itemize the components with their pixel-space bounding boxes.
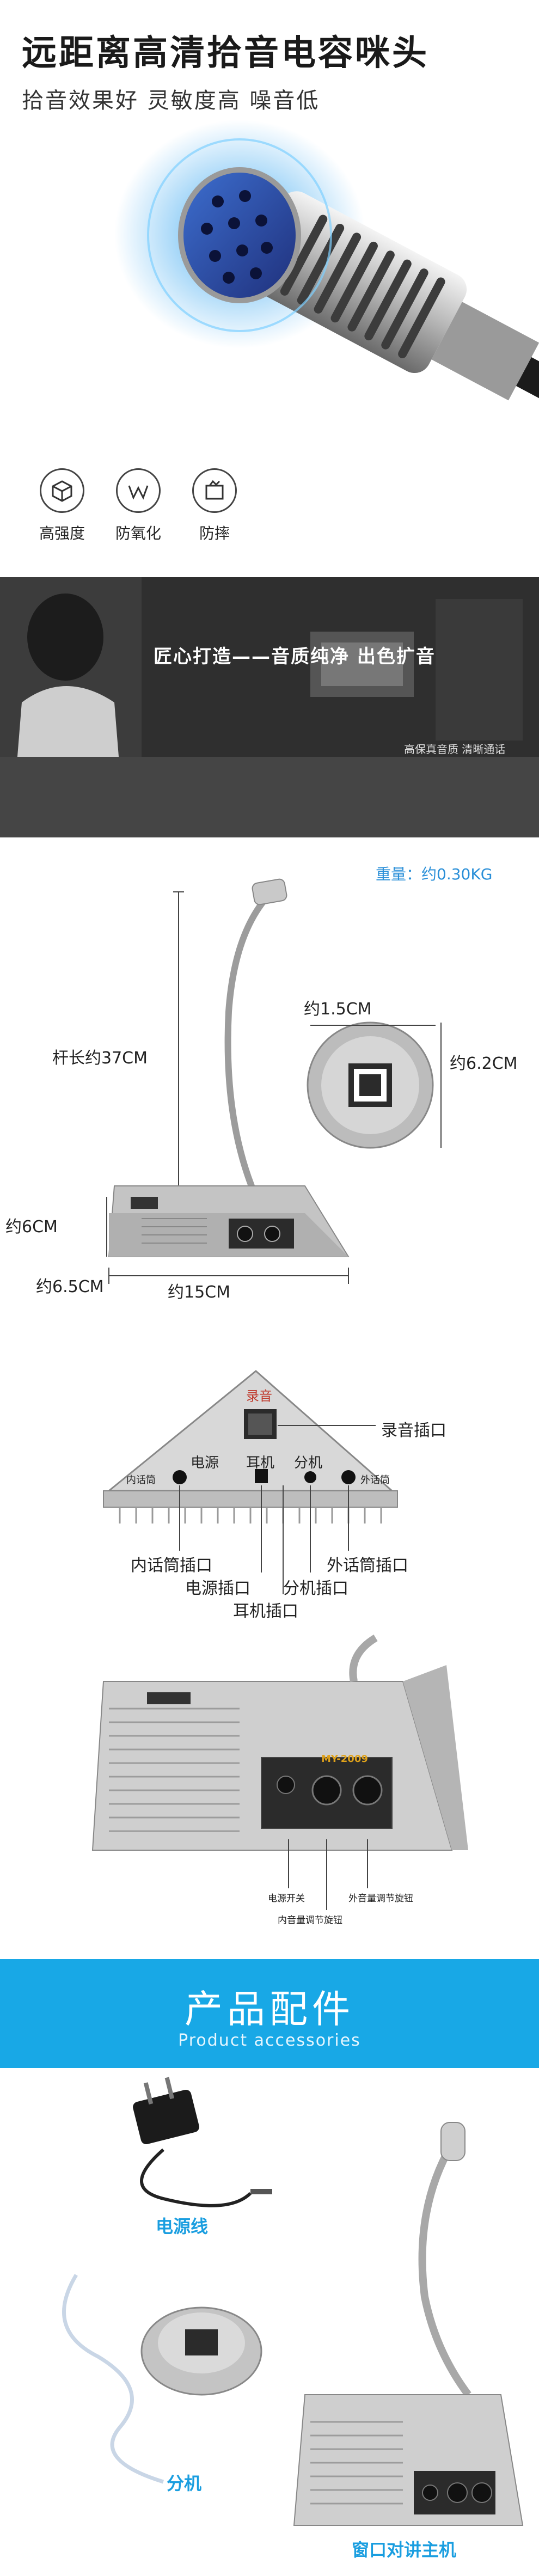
power-switch-callout: 电源开关	[268, 1893, 305, 1904]
extension-jack-callout: 分机插口	[283, 1579, 348, 1598]
record-badge: 录音	[246, 1388, 272, 1404]
feature-strength: 高强度	[24, 468, 100, 543]
ext-diameter-label: 约6.2CM	[450, 1054, 518, 1073]
depth-label: 约6.5CM	[36, 1277, 104, 1296]
cube-strength-icon	[40, 468, 84, 513]
accessories-header: 产品配件 Product accessories	[0, 1959, 539, 2068]
rod-length-label: 杆长约37CM	[52, 1049, 148, 1068]
banner-subtitle: 高保真音质 清晰通话	[404, 743, 506, 756]
extension-label: 分机	[294, 1455, 323, 1471]
hero-title: 远距离高清拾音电容咪头	[22, 33, 429, 74]
crack-box-icon	[192, 468, 237, 513]
accessories-section: 电源线 分机 窗口对讲主机	[0, 2068, 539, 2576]
feature-label: 防氧化	[115, 524, 161, 542]
feature-label: 高强度	[39, 524, 85, 542]
feature-anti-oxidation: 防氧化	[100, 468, 176, 543]
feature-label: 防摔	[199, 524, 230, 542]
outer-mic-label: 外话筒	[360, 1474, 390, 1486]
inner-mic-label: 内话筒	[126, 1474, 156, 1486]
height-label: 约6CM	[5, 1217, 58, 1237]
outer-mic-jack-callout: 外话筒插口	[327, 1556, 408, 1575]
device-closeup-section: MY-2009 电源开关 外音量调节旋钮 内音量调节旋钮	[0, 1632, 539, 1959]
accessories-subtitle: Product accessories	[178, 2031, 361, 2050]
weight-label: 重量：约0.30KG	[376, 865, 493, 883]
main-unit-label: 窗口对讲主机	[352, 2540, 457, 2560]
inner-mic-jack-callout: 内话筒插口	[131, 1556, 212, 1575]
device-closeup-drawing	[91, 1634, 468, 1910]
power-label: 电源	[191, 1455, 219, 1471]
record-jack-callout: 录音插口	[381, 1421, 446, 1440]
feature-drop-proof: 防摔	[176, 468, 253, 543]
brand-model: MY-2009	[321, 1753, 368, 1765]
back-panel-drawing	[103, 1370, 398, 1594]
microphone-head-illustration	[114, 120, 539, 432]
power-jack-callout: 电源插口	[185, 1579, 250, 1598]
device-dimension-drawing	[106, 878, 442, 1284]
accessories-drawing	[62, 2077, 524, 2526]
banner-title: 匠心打造——音质纯净 出色扩音	[154, 646, 436, 668]
accessories-title: 产品配件	[185, 1987, 354, 2032]
counter-scene-illustration	[0, 577, 539, 837]
extension-unit-label: 分机	[167, 2473, 202, 2494]
hero-subtitle: 拾音效果好 灵敏度高 噪音低	[22, 88, 320, 113]
quality-banner: 匠心打造——音质纯净 出色扩音 高保真音质 清晰通话	[0, 577, 539, 837]
width-label: 约15CM	[168, 1283, 231, 1302]
hero-section: 远距离高清拾音电容咪头 拾音效果好 灵敏度高 噪音低	[0, 0, 539, 577]
outer-volume-callout: 外音量调节旋钮	[348, 1893, 413, 1904]
wave-shield-icon	[116, 468, 161, 513]
ext-thickness-label: 约1.5CM	[304, 1000, 372, 1019]
power-cord-label: 电源线	[156, 2216, 209, 2237]
earphone-jack-callout: 耳机插口	[233, 1602, 298, 1621]
back-panel-section: 录音 电源 耳机 分机 内话筒 外话筒 录音插口 内话筒插口 外话筒插口 电源插…	[0, 1360, 539, 1632]
dimensions-section: 重量：约0.30KG	[0, 837, 539, 1360]
earphone-label: 耳机	[246, 1455, 275, 1471]
inner-volume-callout: 内音量调节旋钮	[278, 1915, 342, 1926]
